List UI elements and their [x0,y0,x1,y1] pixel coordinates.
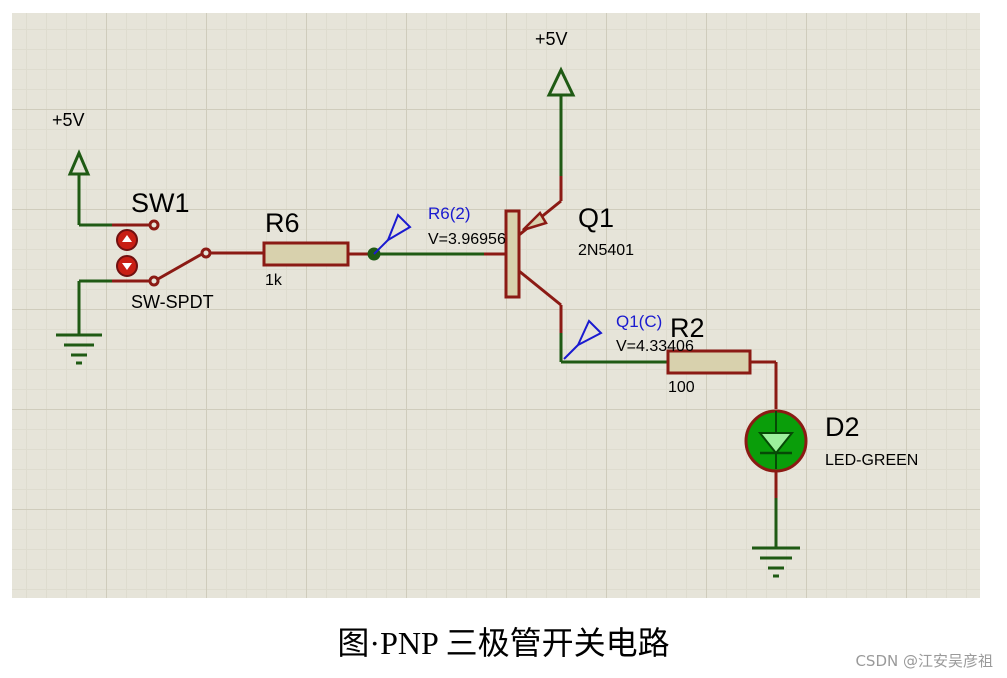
q1-probe-name-label: Q1(C) [616,312,663,331]
r6-name-label: R6 [265,208,300,238]
q1-name-label: Q1 [578,203,615,233]
q1-probe-value-label: V=4.33406 [616,338,694,355]
r2-resistor [666,349,778,409]
watermark: CSDN @江安吴彦祖 [855,652,993,670]
r6-resistor [262,241,374,267]
circuit-drawing [56,66,808,578]
sw1-type-label: SW-SPDT [131,292,214,312]
r2-value-label: 100 [668,379,695,396]
q1-supply-label: +5V [535,29,568,49]
base-wire [367,247,484,261]
q1-transistor [504,176,563,333]
q1-collector-voltage-probe[interactable] [563,319,603,360]
q1-power-terminal [546,66,576,176]
figure-caption: 图·PNP 三极管开关电路 [337,625,670,661]
r6-voltage-probe[interactable] [373,213,412,255]
collector-wire [559,333,668,364]
d2-ground [752,498,800,578]
r6-value-label: 1k [265,272,282,289]
sw1-supply-label: +5V [52,110,85,130]
schematic-canvas: +5V SW1 SW-SPDT R6 1k R6(2) V=3.96956 +5… [12,13,980,598]
sw1-switch [112,219,264,287]
sw1-toggle-buttons[interactable] [116,229,138,277]
r2-name-label: R2 [670,313,705,343]
d2-led [744,409,808,498]
r6-probe-name-label: R6(2) [428,204,471,223]
q1-part-label: 2N5401 [578,242,635,259]
r6-probe-value-label: V=3.96956 [428,231,506,248]
sw1-name-label: SW1 [131,188,190,218]
sw1-ground [56,279,112,365]
d2-name-label: D2 [825,412,860,442]
sw1-power-terminal [67,149,112,227]
d2-part-label: LED-GREEN [825,452,919,469]
